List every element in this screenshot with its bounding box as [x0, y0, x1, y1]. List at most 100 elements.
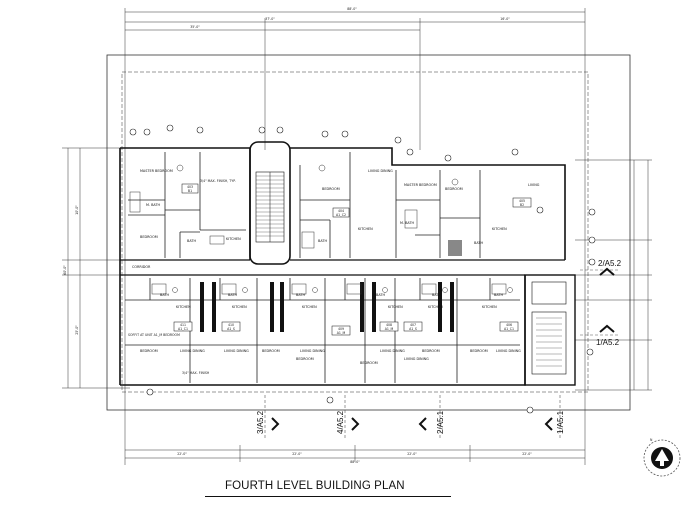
dim-bottom-2: 22'-0" — [292, 452, 302, 456]
room-living-411: LIVING DINING — [180, 349, 205, 353]
unit-id-405: 405 — [519, 199, 525, 203]
unit-type-411: A1_C1 — [178, 327, 188, 331]
side-section-markers: 2/A5.2 1/A5.2 — [580, 259, 622, 347]
unit-type-408: A1_M — [385, 327, 394, 331]
stair-treads — [256, 172, 562, 367]
section-arrow-icon — [599, 324, 615, 333]
dim-top-1: 37'-0" — [265, 17, 275, 21]
room-bedroom-410: BEDROOM — [262, 349, 280, 353]
section-arrow-icon — [599, 267, 615, 276]
unit-type-404: A1_C2 — [336, 213, 346, 217]
note-finish-north: 3/4" MAX. FINISH, TYP. — [200, 179, 236, 183]
section-markers: 3/A5.2 4/A5.2 2/A5.1 1/A5.1 — [256, 395, 565, 440]
room-kitchen-403: KITCHEN — [226, 237, 241, 241]
north-label: N — [650, 438, 653, 442]
room-bedroom-404: BEDROOM — [322, 187, 340, 191]
side-marker-1a52: 1/A5.2 — [596, 338, 620, 347]
grid-bubbles — [129, 124, 596, 414]
room-living-408: LIVING DINING — [380, 349, 405, 353]
section-arrow-icon — [351, 417, 360, 431]
room-kitchen-410: KITCHEN — [232, 305, 247, 309]
room-bedroom-403: BEDROOM — [140, 235, 158, 239]
note-soffit: SOFFIT AT UNIT A1_M BEDROOM — [128, 333, 180, 337]
dim-top-3: 16'-0" — [500, 17, 510, 21]
room-living-404: LIVING DINING — [368, 169, 393, 173]
overall-dim-bottom: 88'-0" — [350, 460, 360, 464]
overall-dim-top: 88'-0" — [347, 7, 357, 11]
room-bath-403: BATH — [187, 239, 196, 243]
dim-left-2: 10'-0" — [75, 205, 79, 215]
unit-id-409: 409 — [338, 327, 344, 331]
section-marker-2a51: 2/A5.1 — [436, 410, 445, 434]
section-arrow-icon — [544, 417, 553, 431]
room-master-bedroom-405: MASTER BEDROOM — [404, 183, 437, 187]
note-finish-south: 3/4" MAX. FINISH — [182, 371, 210, 375]
room-kitchen-405: KITCHEN — [492, 227, 507, 231]
room-kitchen-407: KITCHEN — [428, 305, 443, 309]
side-marker-2a52: 2/A5.2 — [598, 259, 622, 268]
unit-tags-south: 411 A1_C1 KITCHEN BATH BEDROOM LIVING DI… — [140, 293, 521, 365]
unit-id-408: 408 — [386, 323, 392, 327]
section-arrow-icon — [418, 417, 427, 431]
unit-tags-north: 403 B1 MASTER BEDROOM BEDROOM BATH M. BA… — [140, 169, 540, 245]
room-bath-404: BATH — [318, 239, 327, 243]
dim-bottom-1: 22'-0" — [177, 452, 187, 456]
section-arrow-icon — [271, 417, 280, 431]
dim-top-2: 35'-0" — [190, 25, 200, 29]
room-kitchen-409: KITCHEN — [302, 305, 317, 309]
unit-type-409: A1_M — [337, 331, 346, 335]
dim-left-1: 60'-0" — [63, 265, 67, 275]
section-marker-3a52: 3/A5.2 — [256, 410, 265, 434]
section-marker-1a51: 1/A5.1 — [556, 410, 565, 434]
dim-bottom-4: 22'-0" — [522, 452, 532, 456]
room-bedroom-411: BEDROOM — [140, 349, 158, 353]
section-marker-4a52: 4/A5.2 — [336, 410, 345, 434]
dim-left-3: 25'-0" — [75, 325, 79, 335]
unit-type-403: B1 — [188, 189, 192, 193]
unit-type-405: B2 — [520, 203, 524, 207]
room-bath-405: BATH — [474, 241, 483, 245]
room-bath-407: BATH — [432, 293, 441, 297]
dim-bottom-3: 22'-0" — [407, 452, 417, 456]
unit-id-406: 406 — [506, 323, 512, 327]
building-walls — [119, 141, 576, 386]
north-arrow-icon: N — [643, 438, 681, 477]
room-kitchen-406: KITCHEN — [482, 305, 497, 309]
unit-id-404: 404 — [338, 209, 344, 213]
room-living-409: LIVING DINING — [300, 349, 325, 353]
corridor-label: CORRIDOR — [132, 265, 151, 269]
room-living-406: LIVING DINING — [496, 349, 521, 353]
unit-id-411: 411 — [180, 323, 186, 327]
title-underline — [205, 496, 451, 497]
unit-type-410: A1_S — [227, 327, 235, 331]
room-bath-411: BATH — [160, 293, 169, 297]
plumbing-fixtures — [129, 164, 513, 295]
unit-id-403: 403 — [187, 185, 193, 189]
room-kitchen-411: KITCHEN — [176, 305, 191, 309]
room-living-407: LIVING DINING — [404, 357, 429, 361]
room-living-405: LIVING — [528, 183, 540, 187]
site-outline — [106, 54, 631, 411]
room-kitchen-408: KITCHEN — [388, 305, 403, 309]
structural-columns — [200, 240, 462, 332]
room-mbath-403: M. BATH — [146, 203, 161, 207]
room-bath-408: BATH — [376, 293, 385, 297]
unit-id-407: 407 — [410, 323, 416, 327]
unit-type-407: A1_S — [409, 327, 417, 331]
north-partitions — [128, 152, 481, 258]
room-master-bedroom-403: MASTER BEDROOM — [140, 169, 173, 173]
room-bedroom-405: BEDROOM — [445, 187, 463, 191]
room-bedroom-408: BEDROOM — [360, 361, 378, 365]
room-bedroom-409: BEDROOM — [296, 357, 314, 361]
room-bath-406: BATH — [494, 293, 503, 297]
room-kitchen-404: KITCHEN — [358, 227, 373, 231]
room-bath-410: BATH — [228, 293, 237, 297]
drawing-title: FOURTH LEVEL BUILDING PLAN — [225, 480, 405, 492]
room-bedroom-406: BEDROOM — [470, 349, 488, 353]
room-bedroom-407: BEDROOM — [422, 349, 440, 353]
room-mbath-405: M. BATH — [400, 221, 415, 225]
unit-type-406: A1_C1 — [504, 327, 514, 331]
room-bath-409: BATH — [296, 293, 305, 297]
room-living-410: LIVING DINING — [224, 349, 249, 353]
